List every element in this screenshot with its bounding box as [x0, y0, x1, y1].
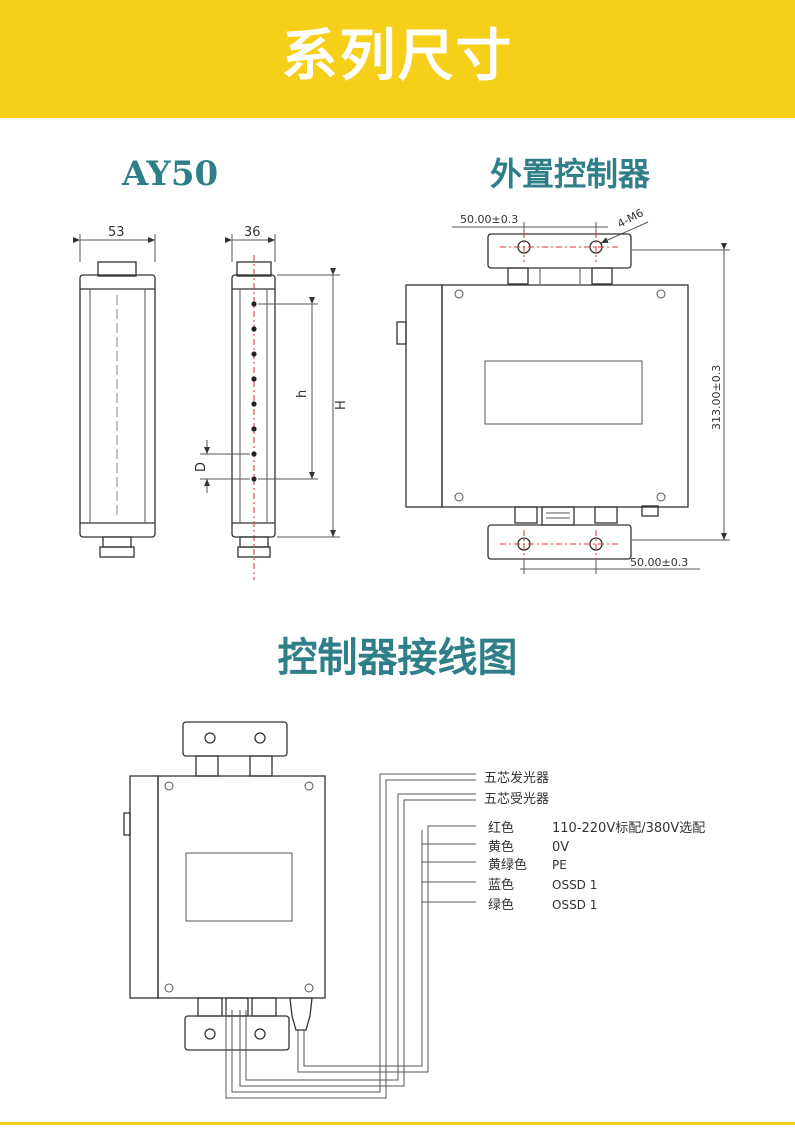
emitter-label: 五芯发光器	[484, 770, 549, 786]
dim-hole-bottom: 50.00±0.3	[630, 556, 688, 569]
controller-title: 外置控制器	[489, 155, 650, 193]
model-title: AY50	[121, 154, 219, 194]
page-title: 系列尺寸	[281, 24, 514, 89]
dim-height: 313.00±0.3	[710, 365, 723, 430]
controller-view: 50.00±0.3 4-M6	[396, 206, 730, 574]
wire-function-ossd-a: OSSD 1	[552, 878, 597, 892]
dim-screw: 4-M6	[615, 206, 645, 230]
wire-color-green: 绿色	[488, 897, 514, 913]
wiring-title: 控制器接线图	[277, 635, 518, 681]
dim-hole-top: 50.00±0.3	[460, 213, 518, 226]
receiver-label: 五芯受光器	[484, 792, 549, 807]
wire-color-yellow: 黄色	[488, 839, 514, 855]
wire-function-power: 110-220V标配/380V选配	[552, 821, 705, 836]
wire-function-pe: PE	[552, 858, 567, 872]
wire-color-blue: 蓝色	[488, 877, 514, 893]
dim-h: h	[295, 390, 310, 398]
header-banner: 系列尺寸	[0, 0, 795, 118]
footer-divider	[0, 1122, 795, 1125]
dim-width-front: 53	[108, 225, 125, 240]
dim-H: H	[334, 400, 349, 410]
dim-width-side: 36	[244, 225, 261, 240]
wire-function-ossd-b: OSSD 1	[552, 898, 597, 912]
wire-color-red: 红色	[488, 820, 514, 836]
wiring-diagram: 五芯发光器 五芯受光器 红色 110-220V标配/380V选配 黄色 0V 黄…	[123, 721, 705, 1099]
dim-D: D	[194, 462, 209, 472]
wire-color-yellow-green: 黄绿色	[488, 857, 527, 873]
front-view: 53	[73, 225, 156, 558]
side-view: 36 h H D	[194, 225, 349, 580]
wire-function-0v: 0V	[552, 840, 569, 855]
